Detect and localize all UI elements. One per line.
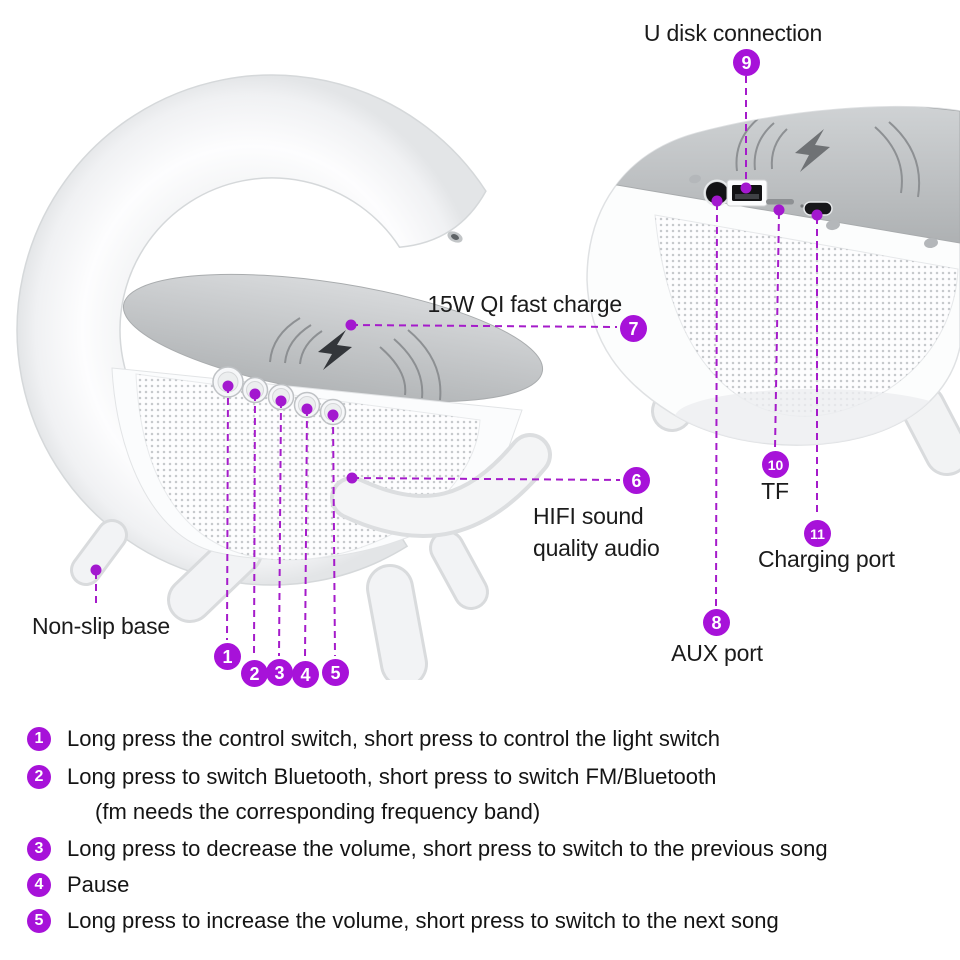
legend-text-2: Long press to switch Bluetooth, short pr… <box>67 762 716 827</box>
callout-badge-7: 7 <box>620 315 647 342</box>
legend-text-2-line2: (fm needs the corresponding frequency ba… <box>95 799 541 824</box>
callout-badge-9: 9 <box>733 49 760 76</box>
callout-badge-2: 2 <box>241 660 268 687</box>
non-slip-legs <box>70 519 489 680</box>
legend-text-3: Long press to decrease the volume, short… <box>67 836 828 861</box>
legend-row-1: 1 Long press the control switch, short p… <box>27 724 720 754</box>
legend-badge-2: 2 <box>27 765 51 789</box>
callout-badge-10: 10 <box>762 451 789 478</box>
legend-row-4: 4 Pause <box>27 870 129 900</box>
label-hifi-line1: HIFI sound <box>533 503 644 529</box>
legend-text-4: Pause <box>67 872 130 897</box>
callout-badge-11: 11 <box>804 520 831 547</box>
label-aux-port: AUX port <box>671 640 763 666</box>
callout-line-4 <box>304 408 308 659</box>
legend-badge-1: 1 <box>27 727 51 751</box>
callout-line-8 <box>715 202 718 607</box>
speaker-front-illustration <box>16 74 552 680</box>
legend-row-5: 5 Long press to increase the volume, sho… <box>27 906 779 936</box>
callout-badge-8: 8 <box>703 609 730 636</box>
callout-badge-3: 3 <box>266 659 293 686</box>
callout-line-10 <box>774 211 780 450</box>
legend-text-2-line1: Long press to switch Bluetooth, short pr… <box>67 764 717 789</box>
label-hifi-sound: HIFI sound quality audio <box>533 500 660 564</box>
charging-wave-icon <box>269 317 442 401</box>
callout-line-2 <box>253 393 256 658</box>
callout-line-1 <box>226 385 229 641</box>
legend-row-3: 3 Long press to decrease the volume, sho… <box>27 834 828 864</box>
legend-row-2: 2 Long press to switch Bluetooth, short … <box>27 762 716 827</box>
lightning-bolt-icon-back <box>795 129 830 172</box>
callout-badge-5: 5 <box>322 659 349 686</box>
legend-badge-4: 4 <box>27 873 51 897</box>
legend-badge-5: 5 <box>27 909 51 933</box>
callout-badge-1: 1 <box>214 643 241 670</box>
label-charging-port: Charging port <box>758 546 895 572</box>
tf-card-slot <box>766 199 804 208</box>
callout-line-6 <box>351 477 621 481</box>
legend-text-1: Long press the control switch, short pre… <box>67 726 720 751</box>
g-crossbar-arm <box>330 433 552 538</box>
callout-badge-6: 6 <box>623 467 650 494</box>
speaker-grille-back-dots <box>655 215 958 417</box>
charging-wave-icon-back <box>735 116 921 198</box>
label-non-slip-base: Non-slip base <box>32 613 171 639</box>
speaker-back-illustration <box>586 106 960 476</box>
label-tf: TF <box>761 478 789 504</box>
label-u-disk-connection: U disk connection <box>643 20 823 46</box>
label-fast-charge: 15W QI fast charge <box>427 291 622 317</box>
callout-line-7 <box>350 324 618 328</box>
legend-badge-3: 3 <box>27 837 51 861</box>
lamp-head-hole-center <box>451 234 459 240</box>
lightning-bolt-icon <box>318 330 352 370</box>
callout-line-3 <box>278 400 282 657</box>
callout-badge-4: 4 <box>292 661 319 688</box>
callout-line-5 <box>332 414 336 657</box>
legend-text-5: Long press to increase the volume, short… <box>67 908 779 933</box>
callout-dots <box>90 182 823 576</box>
label-hifi-line2: quality audio <box>533 535 660 561</box>
